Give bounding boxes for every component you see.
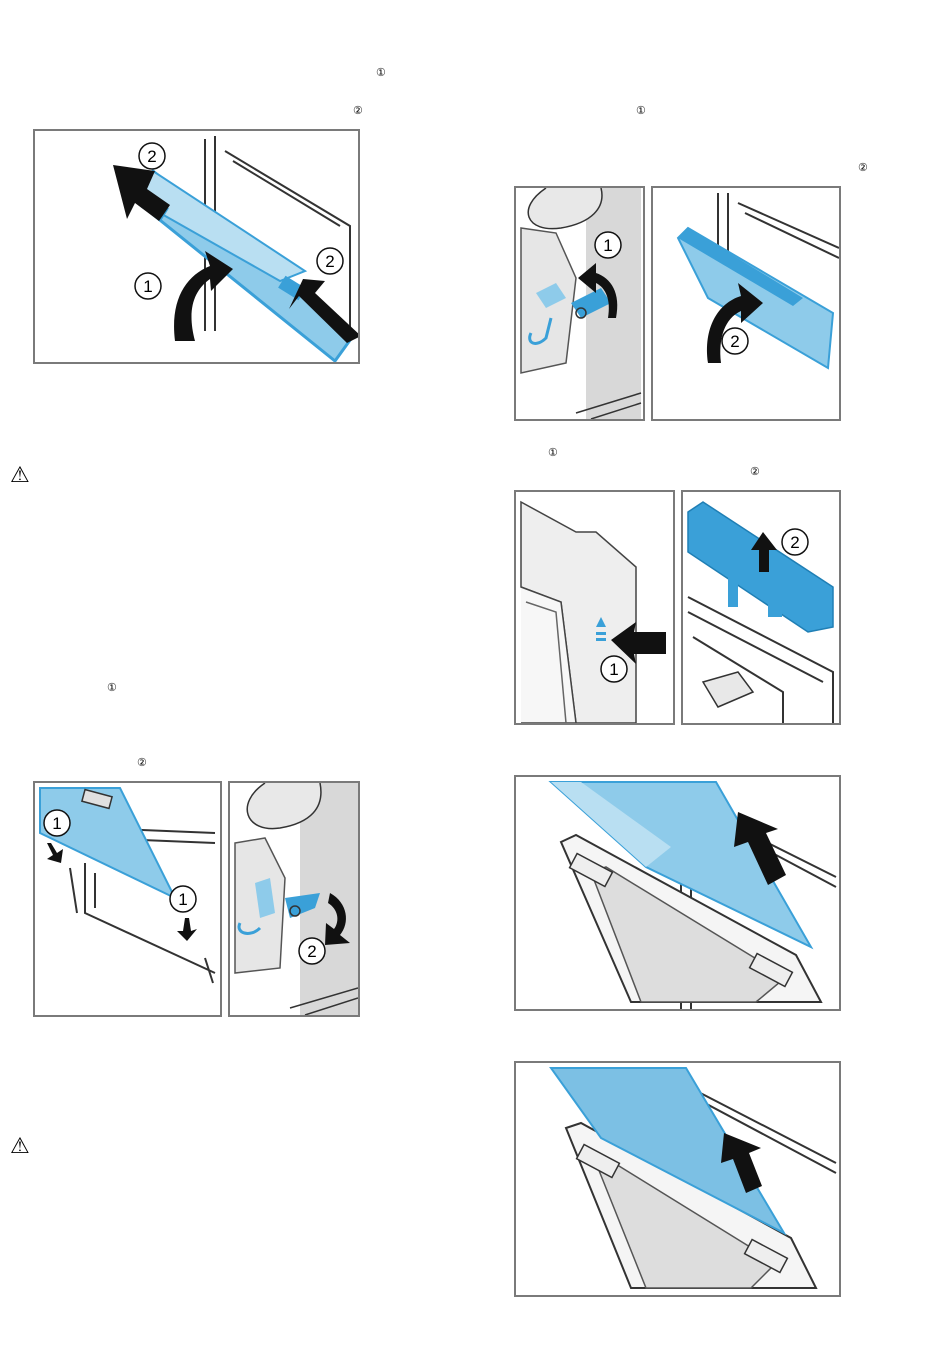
callout-1: 1	[609, 660, 618, 679]
callout-2: 2	[790, 533, 799, 552]
warning-icon: ⚠	[10, 1135, 30, 1157]
illustration-press-release: 1	[514, 490, 675, 725]
illustration-reinsert-glass: 1 1	[33, 781, 222, 1017]
illustration-hinge-lock: 1	[514, 186, 645, 421]
illustration-lift-inner-glass: 2	[651, 186, 841, 421]
callout-1: 1	[143, 277, 152, 296]
illustration-remove-glass: 2 2 1	[33, 129, 360, 364]
illustration-remove-outer-glass	[514, 775, 841, 1011]
callout-2: 2	[325, 252, 334, 271]
warning-icon: ⚠	[10, 464, 30, 486]
callout-1: 1	[178, 890, 187, 909]
callout-2: 2	[730, 332, 739, 351]
illustration-close-hinge-lock: 2	[228, 781, 360, 1017]
callout-2: 2	[147, 147, 156, 166]
step-marker-a2: ②	[353, 106, 363, 117]
step-marker-a1: ①	[376, 68, 386, 79]
step-marker-b1: ①	[636, 106, 646, 117]
illustration-remove-cover: 2	[681, 490, 841, 725]
step-marker-c1: ①	[548, 448, 558, 459]
callout-2: 2	[307, 942, 316, 961]
callout-1: 1	[603, 236, 612, 255]
step-marker-c2: ②	[750, 467, 760, 478]
step-marker-d2: ②	[137, 758, 147, 769]
illustration-remove-middle-glass	[514, 1061, 841, 1297]
callout-1: 1	[52, 814, 61, 833]
step-marker-b2: ②	[858, 163, 868, 174]
step-marker-d1: ①	[107, 683, 117, 694]
